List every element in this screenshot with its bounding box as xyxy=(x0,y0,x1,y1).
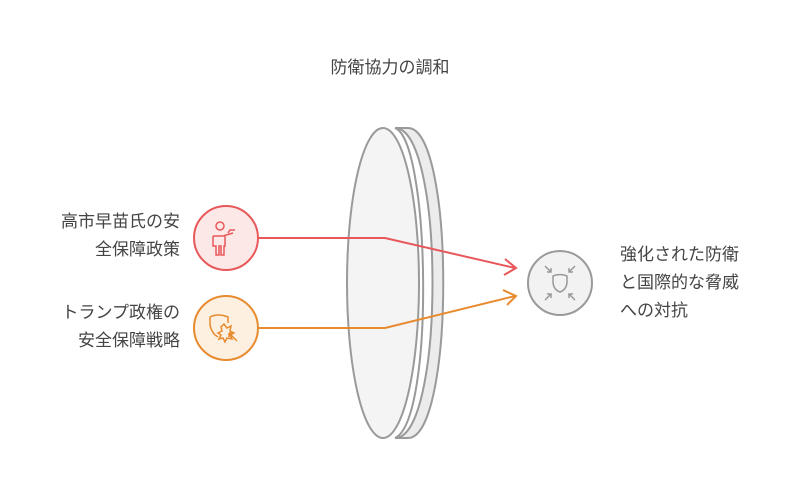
output-label: 強化された防衛と国際的な脅威への対抗 xyxy=(620,241,739,325)
lens xyxy=(346,127,445,439)
label-line: への対抗 xyxy=(620,301,688,321)
label-line: と国際的な脅威 xyxy=(620,273,739,293)
shield-impact-icon xyxy=(193,295,259,361)
diagram-title: 防衛協力の調和 xyxy=(330,58,450,78)
label-line: トランプ政権の xyxy=(61,303,181,323)
connector-red xyxy=(259,237,518,276)
label-line: 安全保障戦略 xyxy=(78,331,180,351)
label-line: 強化された防衛 xyxy=(620,245,739,265)
input-label-trump: トランプ政権の安全保障戦略 xyxy=(62,299,181,355)
connector-orange xyxy=(259,289,518,329)
label-line: 全保障政策 xyxy=(95,240,180,260)
shield-converge-icon xyxy=(527,250,593,316)
person-with-gun-icon xyxy=(193,205,259,271)
label-line: 高市早苗氏の安 xyxy=(61,212,180,232)
input-label-takaichi: 高市早苗氏の安全保障政策 xyxy=(61,208,180,264)
